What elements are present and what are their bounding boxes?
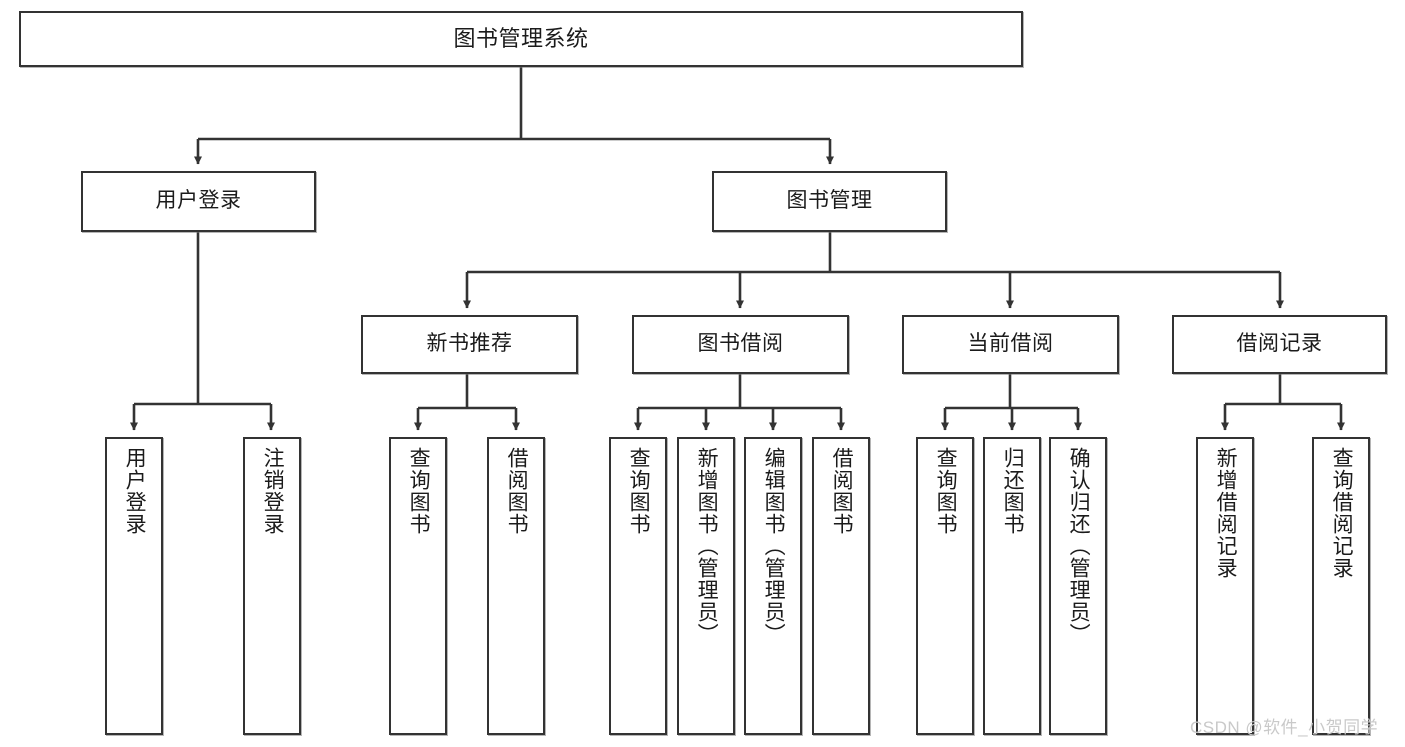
- node-label: 新增图书（管理员）: [695, 447, 719, 645]
- leaf-user-login[interactable]: 用户登录: [105, 437, 163, 735]
- node-label: 归还图书: [1001, 447, 1025, 535]
- leaf-add-book[interactable]: 新增图书（管理员）: [677, 437, 735, 735]
- leaf-logout[interactable]: 注销登录: [243, 437, 301, 735]
- csdn-watermark: CSDN @软件_小贺同学: [1190, 718, 1379, 737]
- leaf-query-book-borrow[interactable]: 查询图书: [609, 437, 667, 735]
- node-label: 查询图书: [627, 447, 651, 535]
- node-label: 用户登录: [123, 447, 147, 535]
- node-book-borrow[interactable]: 图书借阅: [632, 315, 849, 374]
- node-new-book-recommend[interactable]: 新书推荐: [361, 315, 578, 374]
- leaf-confirm-return[interactable]: 确认归还（管理员）: [1049, 437, 1107, 735]
- leaf-add-borrow-record[interactable]: 新增借阅记录: [1196, 437, 1254, 735]
- node-label: 当前借阅: [967, 332, 1054, 356]
- leaf-borrow-book-recommend[interactable]: 借阅图书: [487, 437, 545, 735]
- node-label: 查询图书: [407, 447, 431, 535]
- node-user-login[interactable]: 用户登录: [81, 171, 316, 232]
- node-label: 注销登录: [261, 447, 285, 535]
- node-label: 借阅记录: [1236, 332, 1323, 356]
- leaf-query-borrow-record[interactable]: 查询借阅记录: [1312, 437, 1370, 735]
- node-label: 借阅图书: [505, 447, 529, 535]
- node-root-book-management-system[interactable]: 图书管理系统: [19, 11, 1023, 67]
- node-book-manage[interactable]: 图书管理: [712, 171, 947, 232]
- node-current-borrow[interactable]: 当前借阅: [902, 315, 1119, 374]
- node-label: 借阅图书: [830, 447, 854, 535]
- node-label: 查询图书: [934, 447, 958, 535]
- leaf-edit-book[interactable]: 编辑图书（管理员）: [744, 437, 802, 735]
- leaf-query-book-recommend[interactable]: 查询图书: [389, 437, 447, 735]
- leaf-borrow-book[interactable]: 借阅图书: [812, 437, 870, 735]
- node-label: 图书管理系统: [453, 26, 589, 52]
- node-label: 图书借阅: [697, 332, 784, 356]
- node-label: 图书管理: [786, 189, 873, 213]
- leaf-return-book[interactable]: 归还图书: [983, 437, 1041, 735]
- node-borrow-record[interactable]: 借阅记录: [1172, 315, 1387, 374]
- node-label: 新书推荐: [426, 332, 513, 356]
- node-label: 新增借阅记录: [1214, 447, 1238, 579]
- node-label: 确认归还（管理员）: [1067, 447, 1091, 645]
- leaf-query-book-current[interactable]: 查询图书: [916, 437, 974, 735]
- node-label: 查询借阅记录: [1330, 447, 1354, 579]
- node-label: 用户登录: [155, 189, 242, 213]
- node-label: 编辑图书（管理员）: [762, 447, 786, 645]
